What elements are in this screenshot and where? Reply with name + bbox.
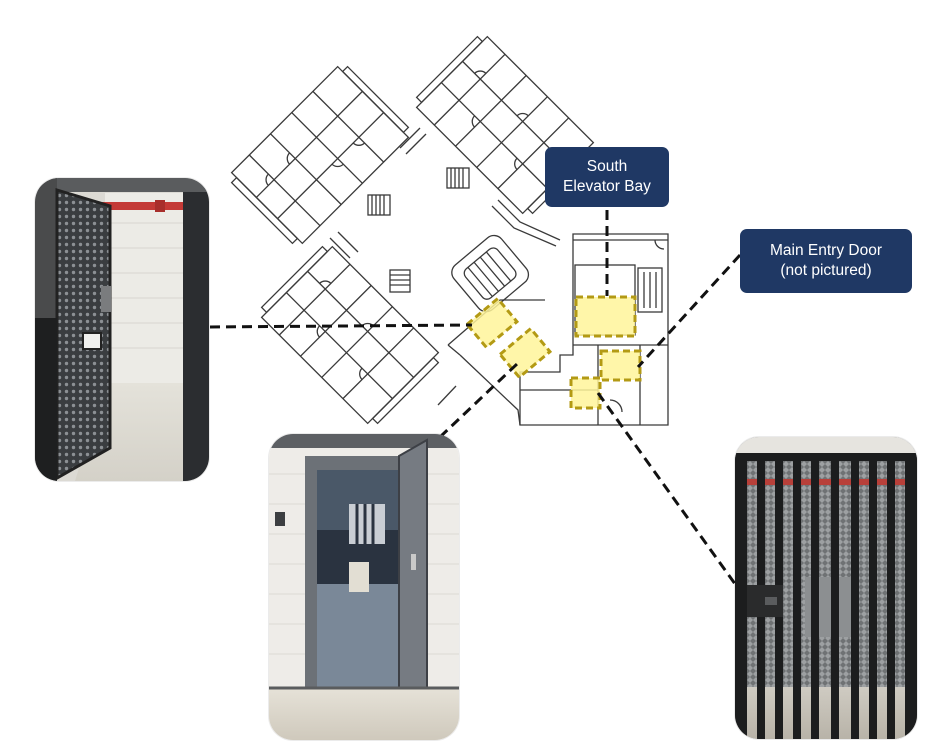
- highlight-zones: [464, 295, 642, 410]
- leader-line-steel-door: [438, 362, 519, 439]
- highlight-zone-main-entry-door: [599, 349, 642, 382]
- main-entry-door-label: Main Entry Door (not pictured): [740, 229, 912, 293]
- south-elevator-bay-label-line1: South: [586, 158, 628, 175]
- leader-lines: [209, 210, 742, 589]
- main-entry-door-label-line2: (not pictured): [780, 262, 872, 279]
- highlight-zone-mesh-door: [464, 296, 520, 350]
- stair-icon: [389, 269, 411, 293]
- leader-line-main-entry: [636, 253, 742, 369]
- wing-southwest: [260, 245, 440, 425]
- floorplan: [230, 35, 669, 426]
- leader-line-mesh-door: [209, 323, 473, 329]
- leader-line-bar-gate: [596, 392, 740, 589]
- solid-steel-door-photo: [269, 434, 459, 740]
- wing-northwest: [230, 65, 410, 245]
- highlight-zone-steel-door: [497, 326, 553, 380]
- highlight-zone-south-elevator-bay: [574, 295, 637, 338]
- central-stair-lobby: [451, 234, 530, 313]
- main-entry-door-label-line1: Main Entry Door: [770, 242, 882, 259]
- bar-gate-photo: [735, 437, 917, 739]
- stair-icon: [367, 194, 391, 216]
- stair-icon: [446, 167, 470, 189]
- south-elevator-bay-label-line2: Elevator Bay: [563, 178, 651, 195]
- highlight-zone-bar-gate: [569, 376, 602, 410]
- mesh-security-door-photo: [35, 178, 209, 481]
- south-elevator-bay-label: South Elevator Bay: [545, 147, 669, 207]
